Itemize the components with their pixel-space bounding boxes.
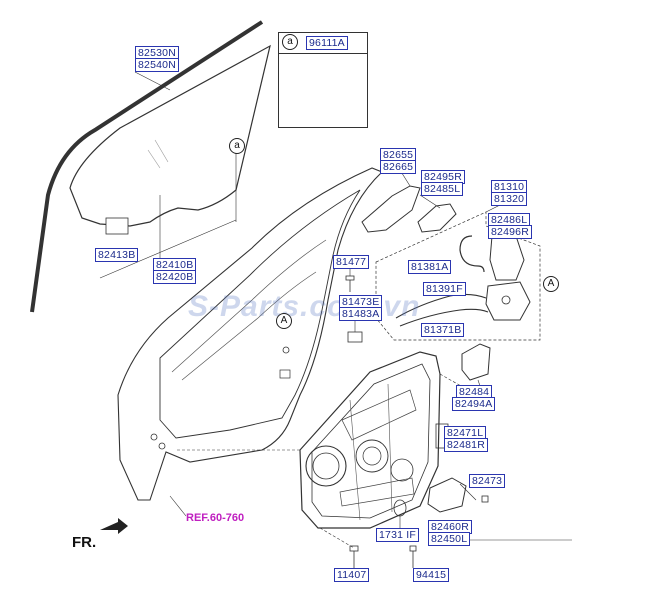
label-81310[interactable]: 81310 — [491, 180, 528, 194]
label-82485l[interactable]: 82485L — [421, 182, 464, 196]
label-81320[interactable]: 81320 — [491, 192, 528, 206]
label-81381a[interactable]: 81381A — [408, 260, 452, 274]
watermark-text: S-Parts.com.vn — [188, 290, 421, 323]
label-82484[interactable]: 82484 — [456, 385, 493, 399]
label-96111a[interactable]: 96111A — [306, 36, 348, 50]
label-94415[interactable]: 94415 — [413, 568, 450, 582]
label-82540n[interactable]: 82540N — [135, 58, 179, 72]
label-82655[interactable]: 82655 — [380, 148, 417, 162]
callout-a-door: A — [276, 313, 292, 329]
sticker-callout-a: a — [282, 34, 298, 50]
label-82481r[interactable]: 82481R — [444, 438, 488, 452]
label-81473e[interactable]: 81473E — [339, 295, 383, 309]
callout-a-right: A — [543, 276, 559, 292]
label-82486l[interactable]: 82486L — [488, 213, 531, 227]
label-81371b[interactable]: 81371B — [421, 323, 465, 337]
label-82413b[interactable]: 82413B — [95, 248, 139, 262]
label-82460r[interactable]: 82460R — [428, 520, 472, 534]
label-1731if[interactable]: 1731 IF — [376, 528, 420, 542]
label-81483a[interactable]: 81483A — [339, 307, 383, 321]
label-82473[interactable]: 82473 — [469, 474, 506, 488]
label-82494a[interactable]: 82494A — [452, 397, 496, 411]
label-81391f[interactable]: 81391F — [423, 282, 466, 296]
label-11407[interactable]: 11407 — [334, 568, 370, 582]
label-82665[interactable]: 82665 — [380, 160, 417, 174]
label-82420b[interactable]: 82420B — [153, 270, 197, 284]
label-82450l[interactable]: 82450L — [428, 532, 471, 546]
glass-callout-a: a — [229, 138, 245, 154]
front-direction-label: FR. — [72, 534, 97, 551]
label-82530n[interactable]: 82530N — [135, 46, 179, 60]
ref-label[interactable]: REF.60-760 — [186, 512, 245, 524]
sticker-divider — [279, 53, 367, 54]
label-81477[interactable]: 81477 — [333, 255, 370, 269]
label-82496r[interactable]: 82496R — [488, 225, 532, 239]
